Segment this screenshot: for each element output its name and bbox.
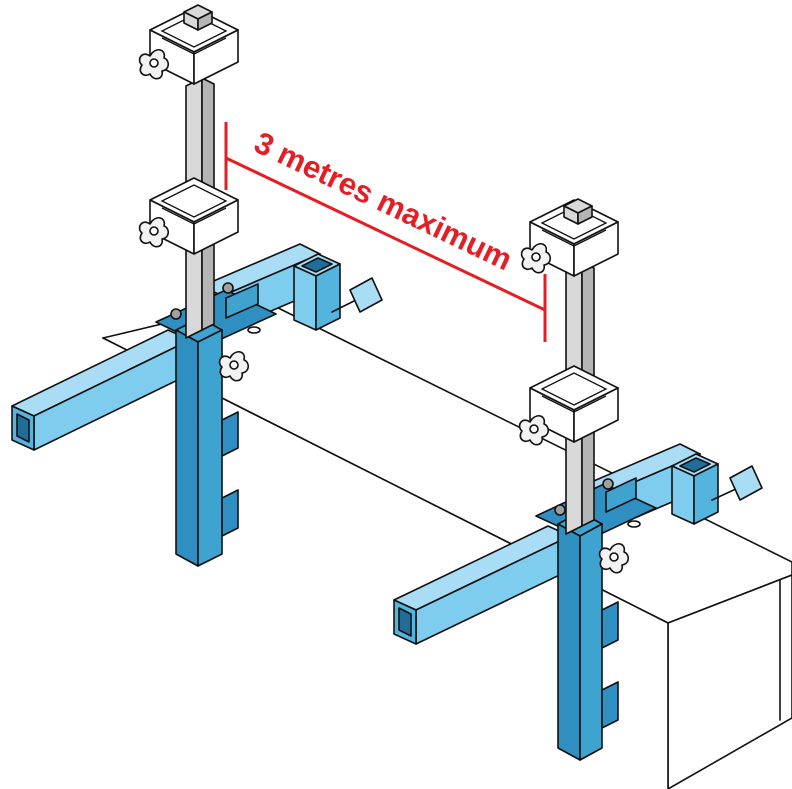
thumbscrew-icon [138,49,170,80]
work-surface [102,299,792,789]
right-front-beam [393,525,571,645]
right-middle-clamp [518,365,619,446]
left-rear-socket [293,253,341,331]
right-trestle [393,198,763,761]
left-middle-clamp [138,177,239,255]
thumbscrew-icon [520,243,552,274]
left-trestle [11,4,383,567]
right-post [554,504,619,761]
left-upper-clamp [138,4,239,85]
right-rear-socket [671,453,719,525]
right-lever-handle [711,465,763,501]
left-front-beam [11,329,191,451]
left-lever-handle [331,277,383,313]
right-upper-clamp [520,198,619,277]
dimension-line [225,156,546,312]
thumbscrew-icon [138,217,170,248]
